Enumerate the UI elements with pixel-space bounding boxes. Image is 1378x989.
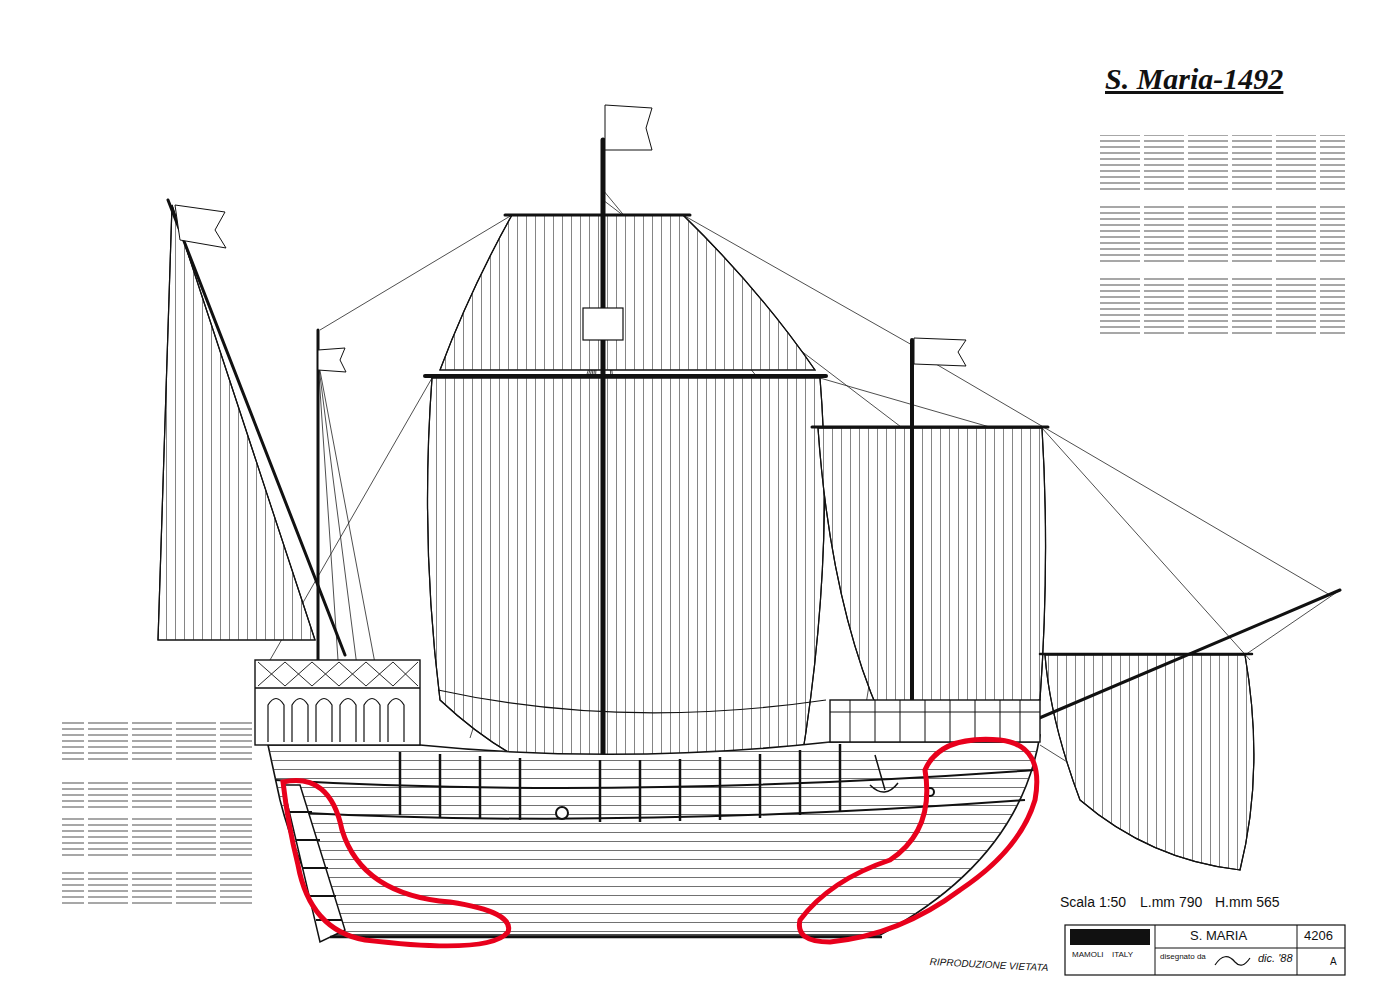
dimension-text: L.mm 790 xyxy=(1140,894,1202,910)
designer-note: disegnato da xyxy=(1160,952,1206,961)
red-highlight-loop xyxy=(283,739,1037,946)
model-name: S. MARIA xyxy=(1190,929,1247,944)
date-note: dic. '88 xyxy=(1258,952,1293,965)
maker-name: MAMOLI xyxy=(1072,950,1104,959)
flags xyxy=(175,105,966,372)
spars xyxy=(168,140,1340,770)
copyright-note: RIPRODUZIONE VIETATA xyxy=(929,956,1048,974)
sheet-title: S. Maria-1492 xyxy=(1105,62,1283,97)
dimension-text: H.mm 565 xyxy=(1215,894,1280,910)
crows-nest xyxy=(583,308,623,340)
scale-text: Scala 1:50 xyxy=(1060,894,1126,910)
drawing-number: 4206 xyxy=(1304,929,1333,944)
sheet-letter: A xyxy=(1330,956,1337,968)
title-block xyxy=(1065,925,1345,975)
hull xyxy=(255,660,1040,942)
maker-country: ITALY xyxy=(1112,950,1133,959)
